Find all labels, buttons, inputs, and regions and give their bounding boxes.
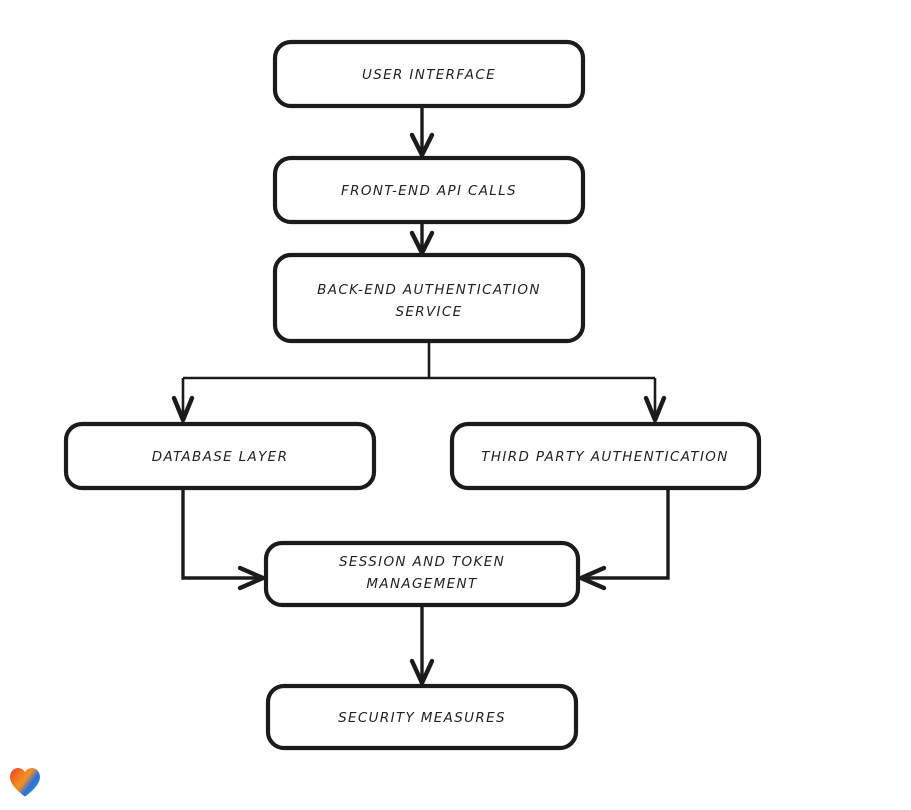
node-database-layer-label: DATABASE LAYER <box>152 449 289 465</box>
node-database-layer[interactable]: DATABASE LAYER <box>63 421 377 491</box>
edge-ui-to-api <box>409 106 435 158</box>
node-user-interface[interactable]: USER INTERFACE <box>272 39 586 109</box>
node-database-layer-shape[interactable] <box>63 421 377 491</box>
node-user-interface-label: USER INTERFACE <box>362 67 496 83</box>
node-user-interface-shape[interactable] <box>272 39 586 109</box>
node-third-party-authentication-shape[interactable] <box>449 421 762 491</box>
heart-icon <box>8 766 42 798</box>
node-back-end-authentication-service-label-line2: SERVICE <box>395 304 462 320</box>
node-security-measures-label: SECURITY MEASURES <box>338 710 506 726</box>
edge-backend-to-database <box>171 378 195 423</box>
edge-backend-to-thirdparty <box>643 378 667 423</box>
node-session-and-token-management[interactable]: SESSION AND TOKEN MANAGEMENT <box>263 540 581 608</box>
edge-session-to-security <box>409 605 435 686</box>
node-back-end-authentication-service[interactable]: BACK-END AUTHENTICATION SERVICE <box>272 252 586 344</box>
node-third-party-authentication-label: THIRD PARTY AUTHENTICATION <box>481 449 728 465</box>
node-third-party-authentication[interactable]: THIRD PARTY AUTHENTICATION <box>449 421 762 491</box>
edge-database-to-session <box>181 488 266 591</box>
node-front-end-api-calls-label: FRONT-END API CALLS <box>341 183 517 199</box>
node-front-end-api-calls[interactable]: FRONT-END API CALLS <box>272 155 586 225</box>
edge-thirdparty-to-session <box>578 488 670 591</box>
edge-api-to-backend <box>409 222 435 256</box>
node-back-end-authentication-service-shape[interactable] <box>272 252 586 344</box>
node-session-and-token-management-label-line1: SESSION AND TOKEN <box>339 554 505 570</box>
edge-backend-fork <box>183 341 655 380</box>
node-front-end-api-calls-shape[interactable] <box>272 155 586 225</box>
heart-icon-glyph <box>10 768 40 797</box>
node-session-and-token-management-label-line2: MANAGEMENT <box>366 576 478 592</box>
node-session-and-token-management-shape[interactable] <box>263 540 581 608</box>
node-security-measures-shape[interactable] <box>265 683 579 751</box>
node-back-end-authentication-service-label-line1: BACK-END AUTHENTICATION <box>317 282 541 298</box>
node-security-measures[interactable]: SECURITY MEASURES <box>265 683 579 751</box>
